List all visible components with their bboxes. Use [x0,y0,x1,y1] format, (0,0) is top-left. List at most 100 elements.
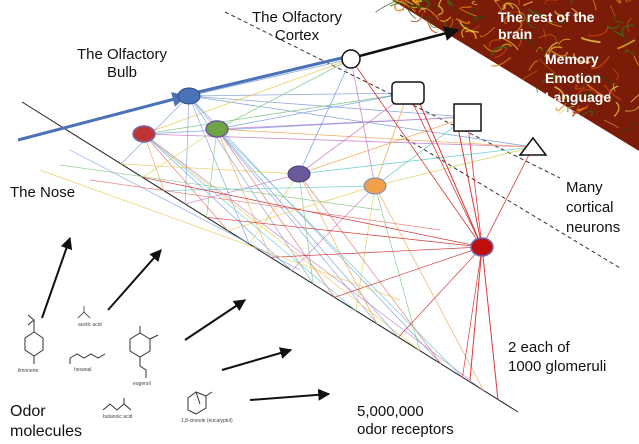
brain-texture-strand [619,127,633,133]
brain-texture-strand [455,17,470,25]
brain-texture-strand [542,28,547,39]
projection-line [334,246,483,298]
receptors-line1: 5,000,000 [357,403,424,420]
brain-texture-strand [570,90,591,107]
brain-texture-strand [389,2,409,7]
projection-line [374,146,534,187]
brain-texture-strand [421,0,425,3]
brain-texture-strand [426,19,438,33]
brain-texture-strand [554,86,566,100]
projection-line [143,58,352,135]
projection-line [298,173,378,325]
glomerulus-purple [287,165,311,183]
projection-line [142,176,483,248]
brain-texture-strand [398,0,418,2]
projection-line [188,92,409,97]
brain-texture-strand [472,15,486,24]
brain-texture-strand [544,16,562,28]
projection-line [270,246,483,258]
projection-line [298,92,409,175]
projection-line [120,95,190,165]
brain-texture-strand [439,16,452,23]
brain-functions-label: Memory Emotion Language ... [545,50,611,126]
olfactory-cortex-label: The Olfactory Cortex [246,9,348,45]
projection-line [39,169,401,301]
brain-texture-strand [491,46,509,56]
brain-texture-strand [580,36,601,44]
brain-texture-strand [437,0,442,7]
molecule-butanoic-acid [102,398,132,411]
brain-texture-strand [558,92,570,99]
brain-texture-strand [448,4,463,17]
glomerulus-orange [363,177,387,195]
molecule-arrow-5 [249,388,331,401]
projection-line [142,128,218,178]
dashed-boundary-lower [399,134,621,269]
brain-texture-strand [596,75,614,87]
molecule-caption-butanoic: butanoic acid [103,414,133,420]
projection-line [216,128,534,148]
brain-texture-strand [613,83,616,92]
odor-molecules-label: Odor molecules [10,402,82,442]
brain-texture-strand [447,0,454,7]
brain-texture-strand [624,105,639,112]
cortex-neuron-square [453,103,482,132]
bulb-cortex-pathway [189,54,351,96]
brain-texture-strand [544,0,558,5]
glomerulus-red-left [132,125,156,143]
projection-line [89,179,441,231]
projection-line [69,149,301,271]
projection-line [298,173,442,365]
brain-texture-strand [506,2,521,16]
projection-line [163,185,376,192]
molecule-caption-hexanal: hexanal [74,367,92,373]
brain-texture-strand [582,75,598,88]
brain-texture-strand [544,41,559,58]
projection-line [216,128,271,258]
brain-texture-strand [516,21,523,33]
cortical-line3: neurons [566,219,621,236]
brain-texture-strand [429,16,437,28]
projection-line [188,58,352,97]
projection-lines [39,58,534,401]
projection-line [188,95,534,148]
brain-texture-strand [554,10,567,20]
glomeruli-line2: 1000 glomeruli [508,358,607,375]
projection-line [184,95,190,205]
brain-texture-strand [630,94,639,103]
brain-texture-strand [409,4,422,11]
glomerulus-green [205,120,229,138]
projection-line [121,163,300,175]
glomeruli-label: 2 each of 1000 glomeruli [508,338,606,376]
brain-texture-strand [392,0,399,5]
projection-line [355,185,376,311]
brain-texture-strand [518,38,535,47]
brain-texture-strand [488,39,501,48]
brain-texture-strand [419,15,434,23]
brain-language: Language [545,89,612,105]
brain-texture-strand [523,14,536,29]
brain-texture-strand [404,0,414,5]
bulb-pathway-arrow [17,92,188,142]
brain-texture-strand [625,0,631,3]
brain-texture-strand [610,5,615,16]
brain-texture-strand [437,5,444,16]
projection-line [216,116,468,130]
brain-texture-strand [394,0,405,12]
brain-emotion: Emotion [545,70,601,86]
brain-texture-strand [420,7,440,21]
molecule-acetic-acid [77,306,91,319]
brain-texture-strand [471,0,478,6]
projection-line [374,185,421,351]
brain-texture-strand [603,84,622,101]
brain-texture-strand [432,13,443,19]
brain-texture-strand [571,104,590,114]
brain-texture-strand [483,44,503,53]
projection-line [298,116,468,175]
brain-ellipsis: ... [575,108,587,124]
brain-texture-strand [418,8,426,13]
cortex-neuron-triangle [518,136,548,156]
cortical-neurons-label: Many cortical neurons [566,178,620,238]
brain-texture-strand [614,13,625,24]
projection-line [298,146,534,175]
